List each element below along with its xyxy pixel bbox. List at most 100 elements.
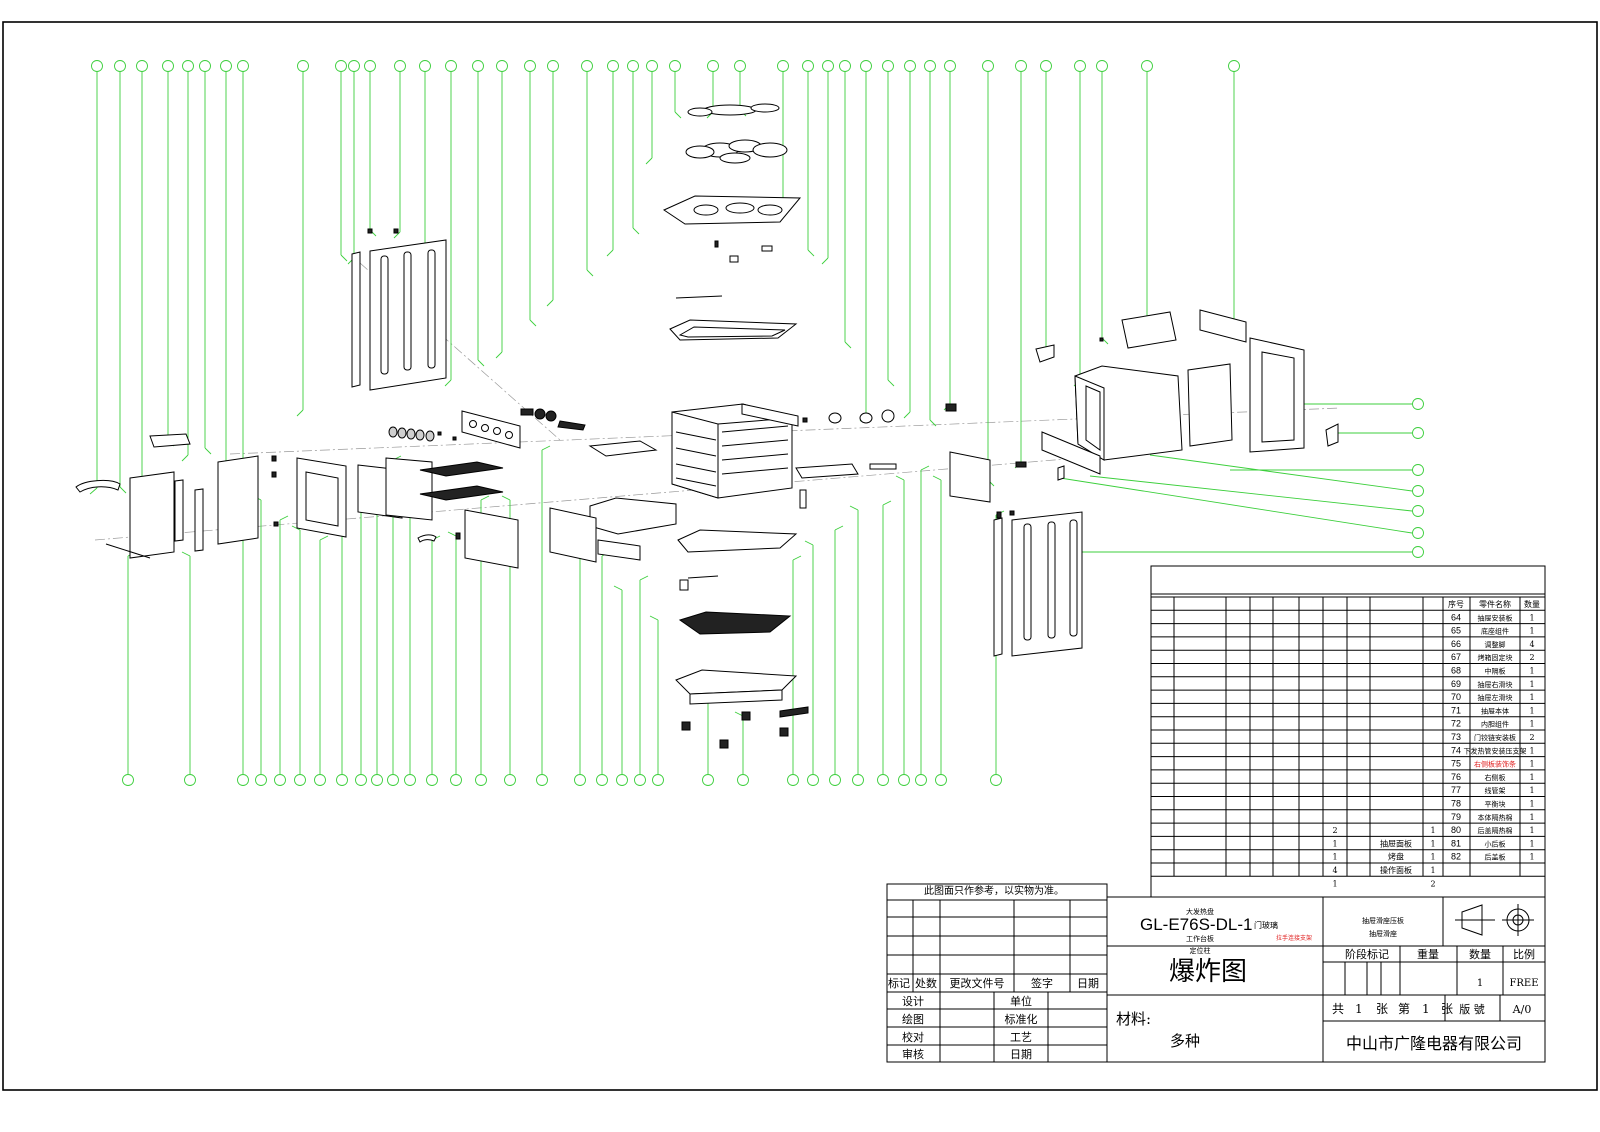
leader-line [480,495,490,501]
item-balloon [1141,60,1153,72]
leader-line [1089,475,1413,512]
bom-item-no: 67 [1451,652,1461,662]
bom-left-n: 1 [1430,839,1435,848]
bom-item-no: 79 [1451,812,1461,822]
item-balloon [1412,546,1424,558]
item-balloon [348,60,360,72]
drawer-front [464,509,519,569]
bom-qty: 1 [1529,773,1534,782]
bom-item-no: 72 [1451,719,1461,729]
leader-line [895,475,905,481]
bom-part-name: 本体隔热棉 [1478,813,1513,822]
leader-line [546,299,554,307]
role-label: 设计 [902,995,924,1008]
bom-part-name: 底座组件 [1481,627,1509,636]
company-name: 中山市广隆电器有限公司 [1346,1034,1522,1053]
leader-line [586,269,594,277]
bom-item-no: 82 [1451,852,1461,862]
rev-header: 日期 [1077,977,1099,990]
item-balloon [944,60,956,72]
inner-glass-2 [385,457,433,521]
bom-part-name: 后盖隔热棉 [1478,826,1513,835]
version-value: A/0 [1512,1003,1532,1016]
door-inner-panel [217,455,259,545]
item-balloon [607,60,619,72]
material-value: 多种 [1170,1032,1200,1050]
bom-part-name: 内胆组件 [1481,720,1509,729]
leader-line [674,111,682,119]
drawing-title: 爆炸图 [1169,957,1247,987]
item-balloon [574,774,586,786]
role-label: 绘图 [902,1012,924,1026]
bom-part-name: 平衡块 [1485,800,1506,809]
knob-row [388,426,457,442]
leader-line [821,257,829,265]
leader-line [834,525,844,531]
scale-label: 比例 [1513,947,1535,961]
small-bracket [1035,344,1055,363]
bom-header: 数量 [1524,599,1540,609]
leader-line [447,531,457,537]
item-balloon [237,60,249,72]
item-balloon [524,60,536,72]
item-balloon [581,60,593,72]
leader-line [393,231,401,239]
bom-qty: 1 [1529,800,1534,809]
leader-line [340,254,348,262]
item-balloon [536,774,548,786]
small-label: 拉手连接支架 [1276,934,1312,942]
item-balloon [547,60,559,72]
item-balloon [122,774,134,786]
bom-part-name: 右侧板装饰条 [1474,760,1516,769]
item-balloon [777,60,789,72]
item-balloon [387,774,399,786]
leader-line [929,419,937,427]
role-label: 日期 [1010,1048,1032,1061]
bom-item-no: 80 [1451,825,1461,835]
oven-rack-1 [419,461,504,477]
item-balloon [802,60,814,72]
bom-qty: 2 [1529,733,1534,742]
bom-part-name: 抽屉右滑块 [1478,680,1513,689]
bottom-element [795,463,859,479]
leader-line [920,465,930,471]
item-balloon [1015,60,1027,72]
bom-part-name: 线管架 [1485,786,1506,795]
item-balloon [852,774,864,786]
bom-left-n: 1 [1430,826,1435,835]
bom-left-n: 1 [1430,866,1435,875]
leader-line [119,486,127,494]
right-mount-plate [949,451,991,503]
leader-line [606,249,614,257]
item-balloon [274,774,286,786]
item-balloon [1412,527,1424,539]
small-label: 抽屉滑座压板 [1362,916,1404,925]
item-balloon [91,60,103,72]
leader-line [296,409,304,417]
item-balloon [596,774,608,786]
item-balloon [475,774,487,786]
item-balloon [336,774,348,786]
item-balloon [822,60,834,72]
item-balloon [829,774,841,786]
item-balloon [182,60,194,72]
item-balloon [707,60,719,72]
leader-line [501,495,511,501]
leader-line [181,551,191,557]
bom-part-name: 抽屉本体 [1481,706,1509,715]
item-balloon [982,60,994,72]
leader-line [279,515,289,521]
bom-part-name: 门铰链安装板 [1474,733,1516,742]
item-balloon [737,774,749,786]
stage-label: 阶段标记 [1345,947,1389,961]
leader-line [649,615,659,621]
item-balloon [734,60,746,72]
bom-left-qty: 4 [1332,866,1337,875]
bom-item-no: 70 [1451,692,1461,702]
item-balloon [904,60,916,72]
exploded-parts [75,103,1339,749]
item-balloon [419,60,431,72]
item-balloon [616,774,628,786]
bom-left-n: 1 [1430,853,1435,862]
